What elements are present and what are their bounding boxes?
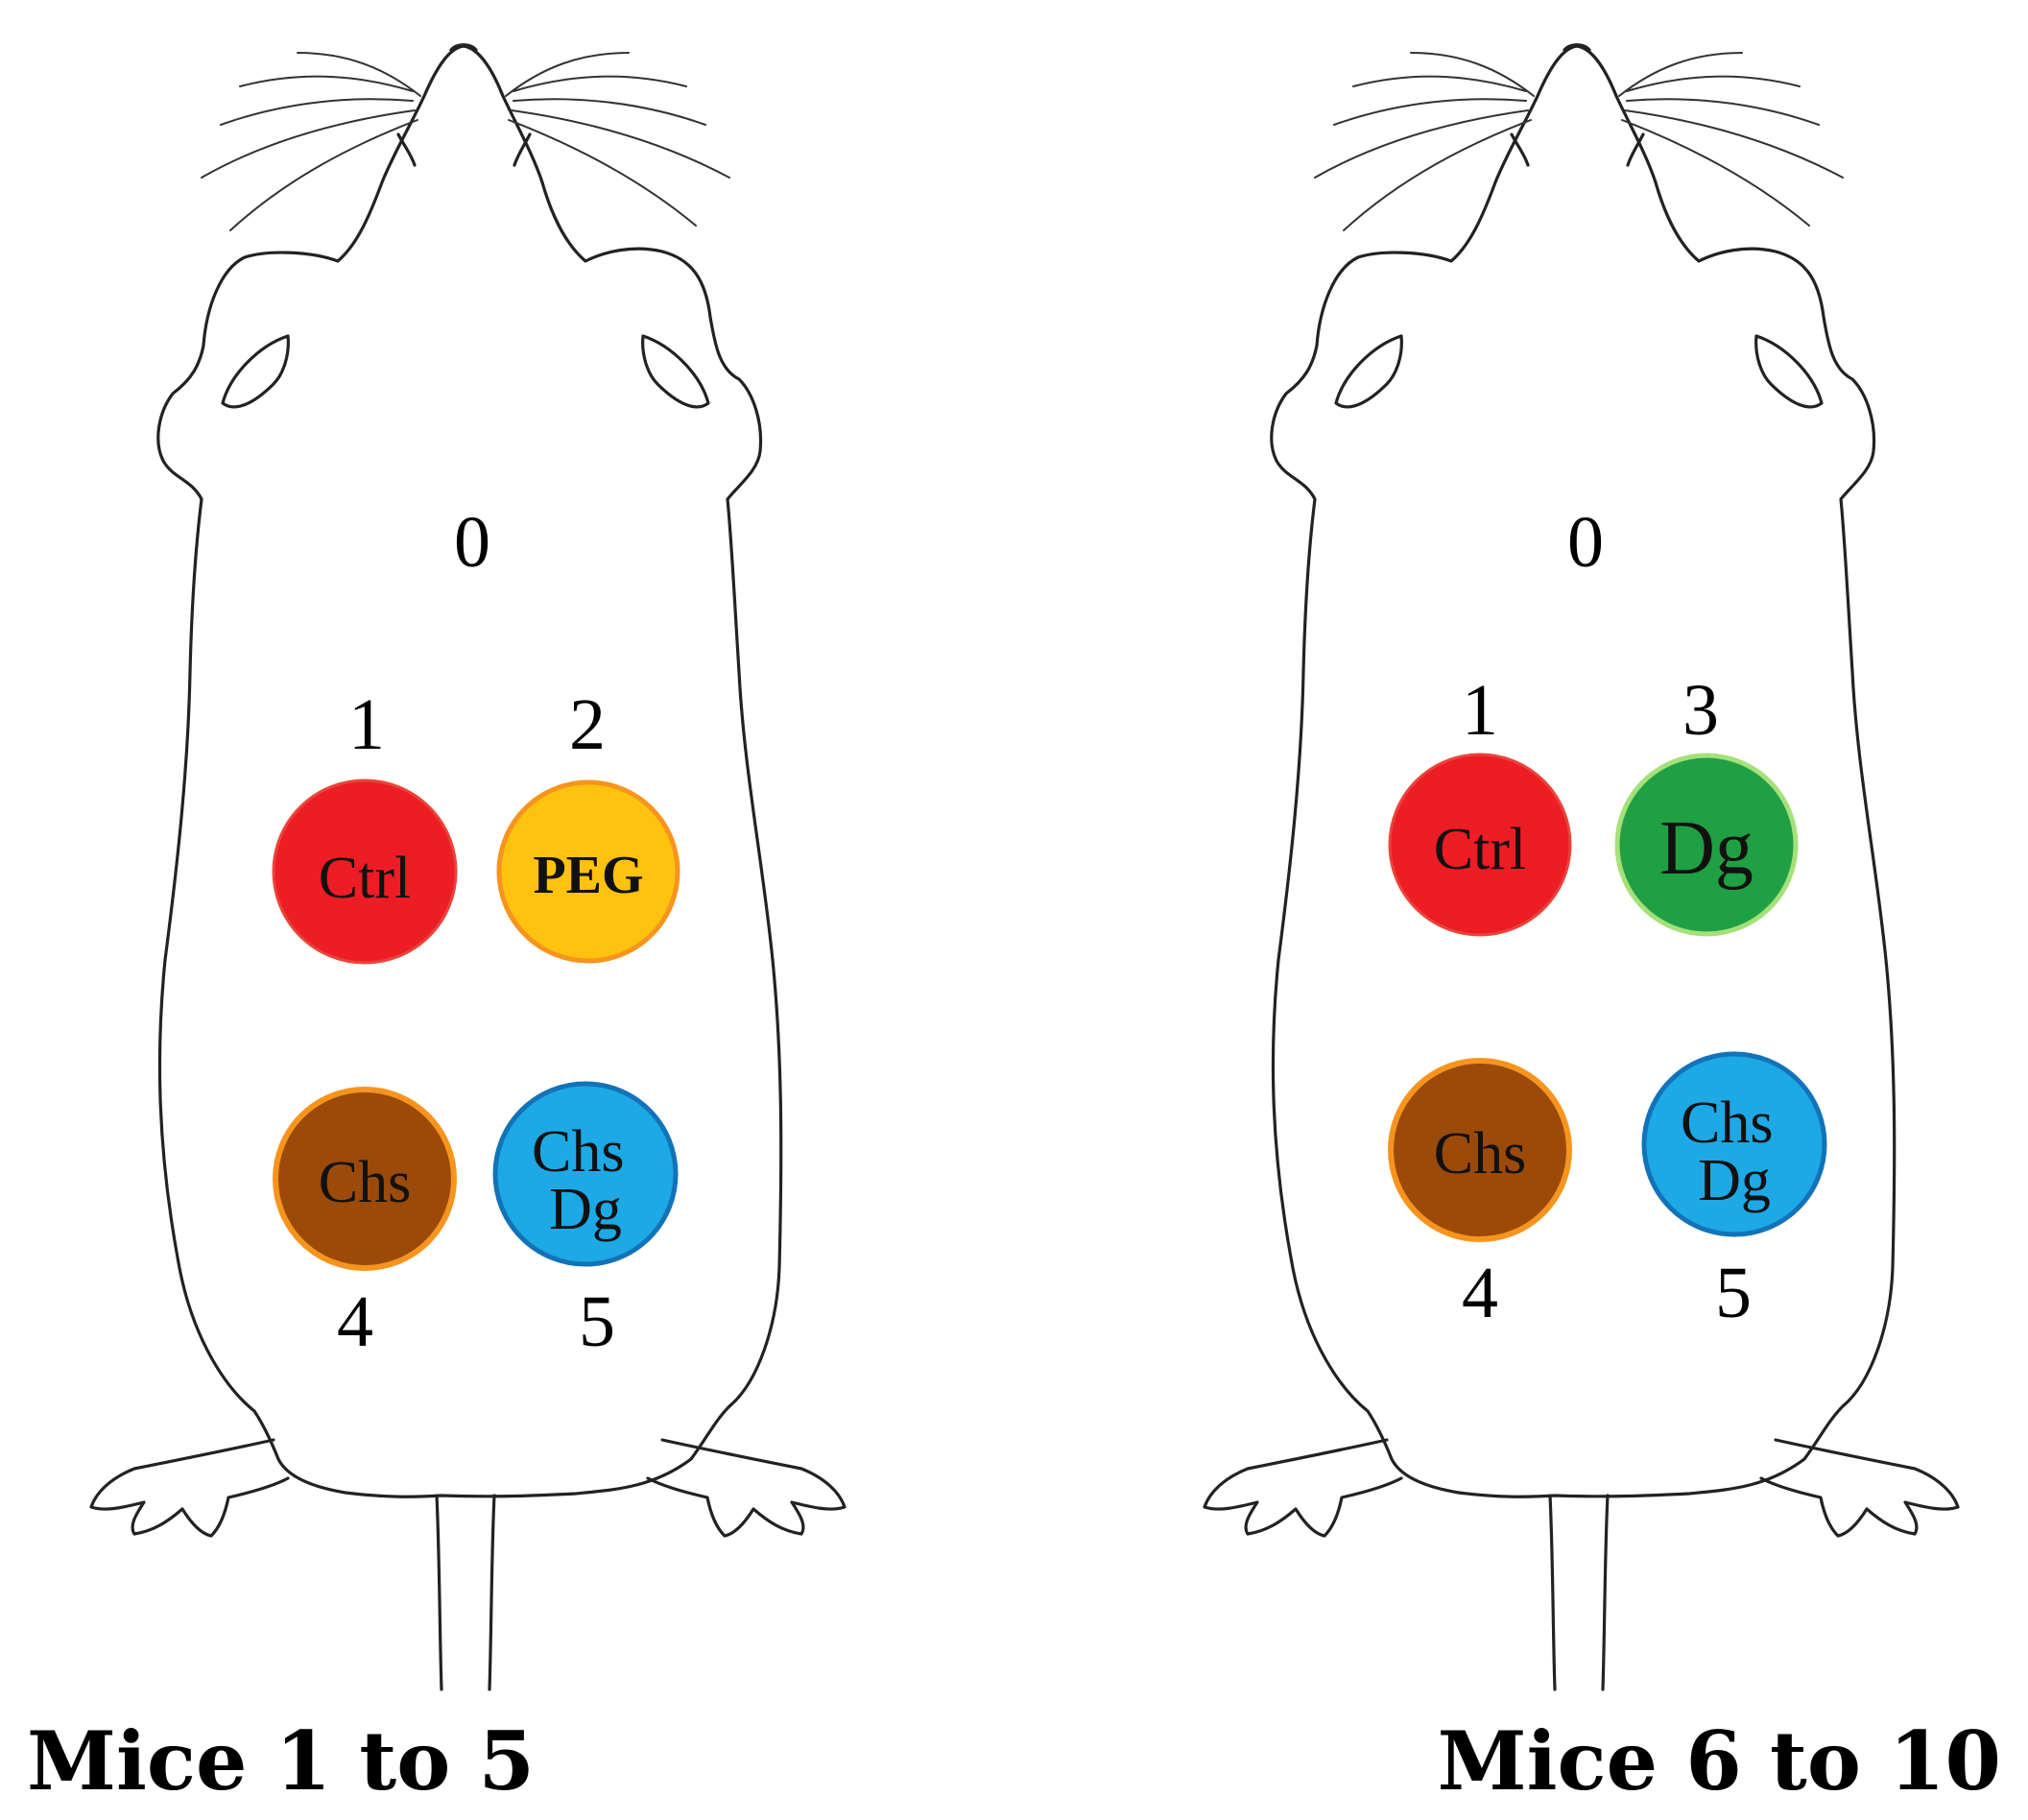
caption-mice-1-to-5: Mice 1 to 5 — [27, 1713, 535, 1808]
site-circle — [1388, 1058, 1572, 1242]
mouse-left: 0 1 2 4 5 Ctrl PEG Chs Chs Dg — [89, 43, 847, 1691]
site-label-line: Chs — [1681, 1090, 1773, 1156]
site-number: 4 — [1462, 1253, 1498, 1333]
site-circle — [272, 778, 458, 965]
site-label-line: Dg — [1698, 1148, 1771, 1213]
site-label: PEG — [533, 846, 643, 905]
site-number: 1 — [348, 684, 385, 765]
site-chs: Chs — [273, 1087, 457, 1271]
site-ctrl: Ctrl — [272, 778, 458, 965]
site-label: Chs — [319, 1150, 411, 1215]
site-label-line: Chs — [532, 1119, 624, 1185]
site-circle — [496, 779, 680, 964]
site-dg: Dg — [1614, 753, 1799, 937]
site-chs-dg: Chs Dg — [1641, 1051, 1827, 1237]
top-label: 0 — [1567, 502, 1604, 583]
site-number: 5 — [1715, 1253, 1752, 1333]
site-circle — [492, 1081, 679, 1267]
site-circle — [1641, 1051, 1827, 1237]
site-chs: Chs — [1388, 1058, 1572, 1242]
top-label: 0 — [454, 502, 490, 583]
mouse-right: 0 1 3 4 5 Ctrl Dg Chs Chs Dg — [1203, 43, 1960, 1691]
site-label: Ctrl — [319, 846, 411, 911]
mouse-body-outline — [1203, 43, 1960, 1691]
site-ctrl: Ctrl — [1388, 753, 1572, 937]
site-label: Chs — [1434, 1121, 1526, 1186]
site-number: 3 — [1682, 670, 1719, 751]
site-circle — [1388, 753, 1572, 937]
site-number: 5 — [579, 1281, 615, 1362]
site-label-multiline: Chs Dg — [532, 1119, 639, 1242]
site-number: 1 — [1462, 670, 1498, 751]
site-circle — [273, 1087, 457, 1271]
site-chs-dg: Chs Dg — [492, 1081, 679, 1267]
site-number: 4 — [337, 1281, 373, 1362]
site-label: Dg — [1659, 806, 1754, 891]
site-label: Ctrl — [1434, 817, 1526, 882]
site-circle — [1614, 753, 1799, 937]
site-peg: PEG — [496, 779, 680, 964]
caption-mice-6-to-10: Mice 6 to 10 — [1437, 1713, 2001, 1808]
mouse-body-outline — [89, 43, 847, 1691]
site-label-multiline: Chs Dg — [1681, 1090, 1788, 1213]
site-label-line: Dg — [549, 1177, 622, 1242]
site-number: 2 — [569, 684, 606, 765]
